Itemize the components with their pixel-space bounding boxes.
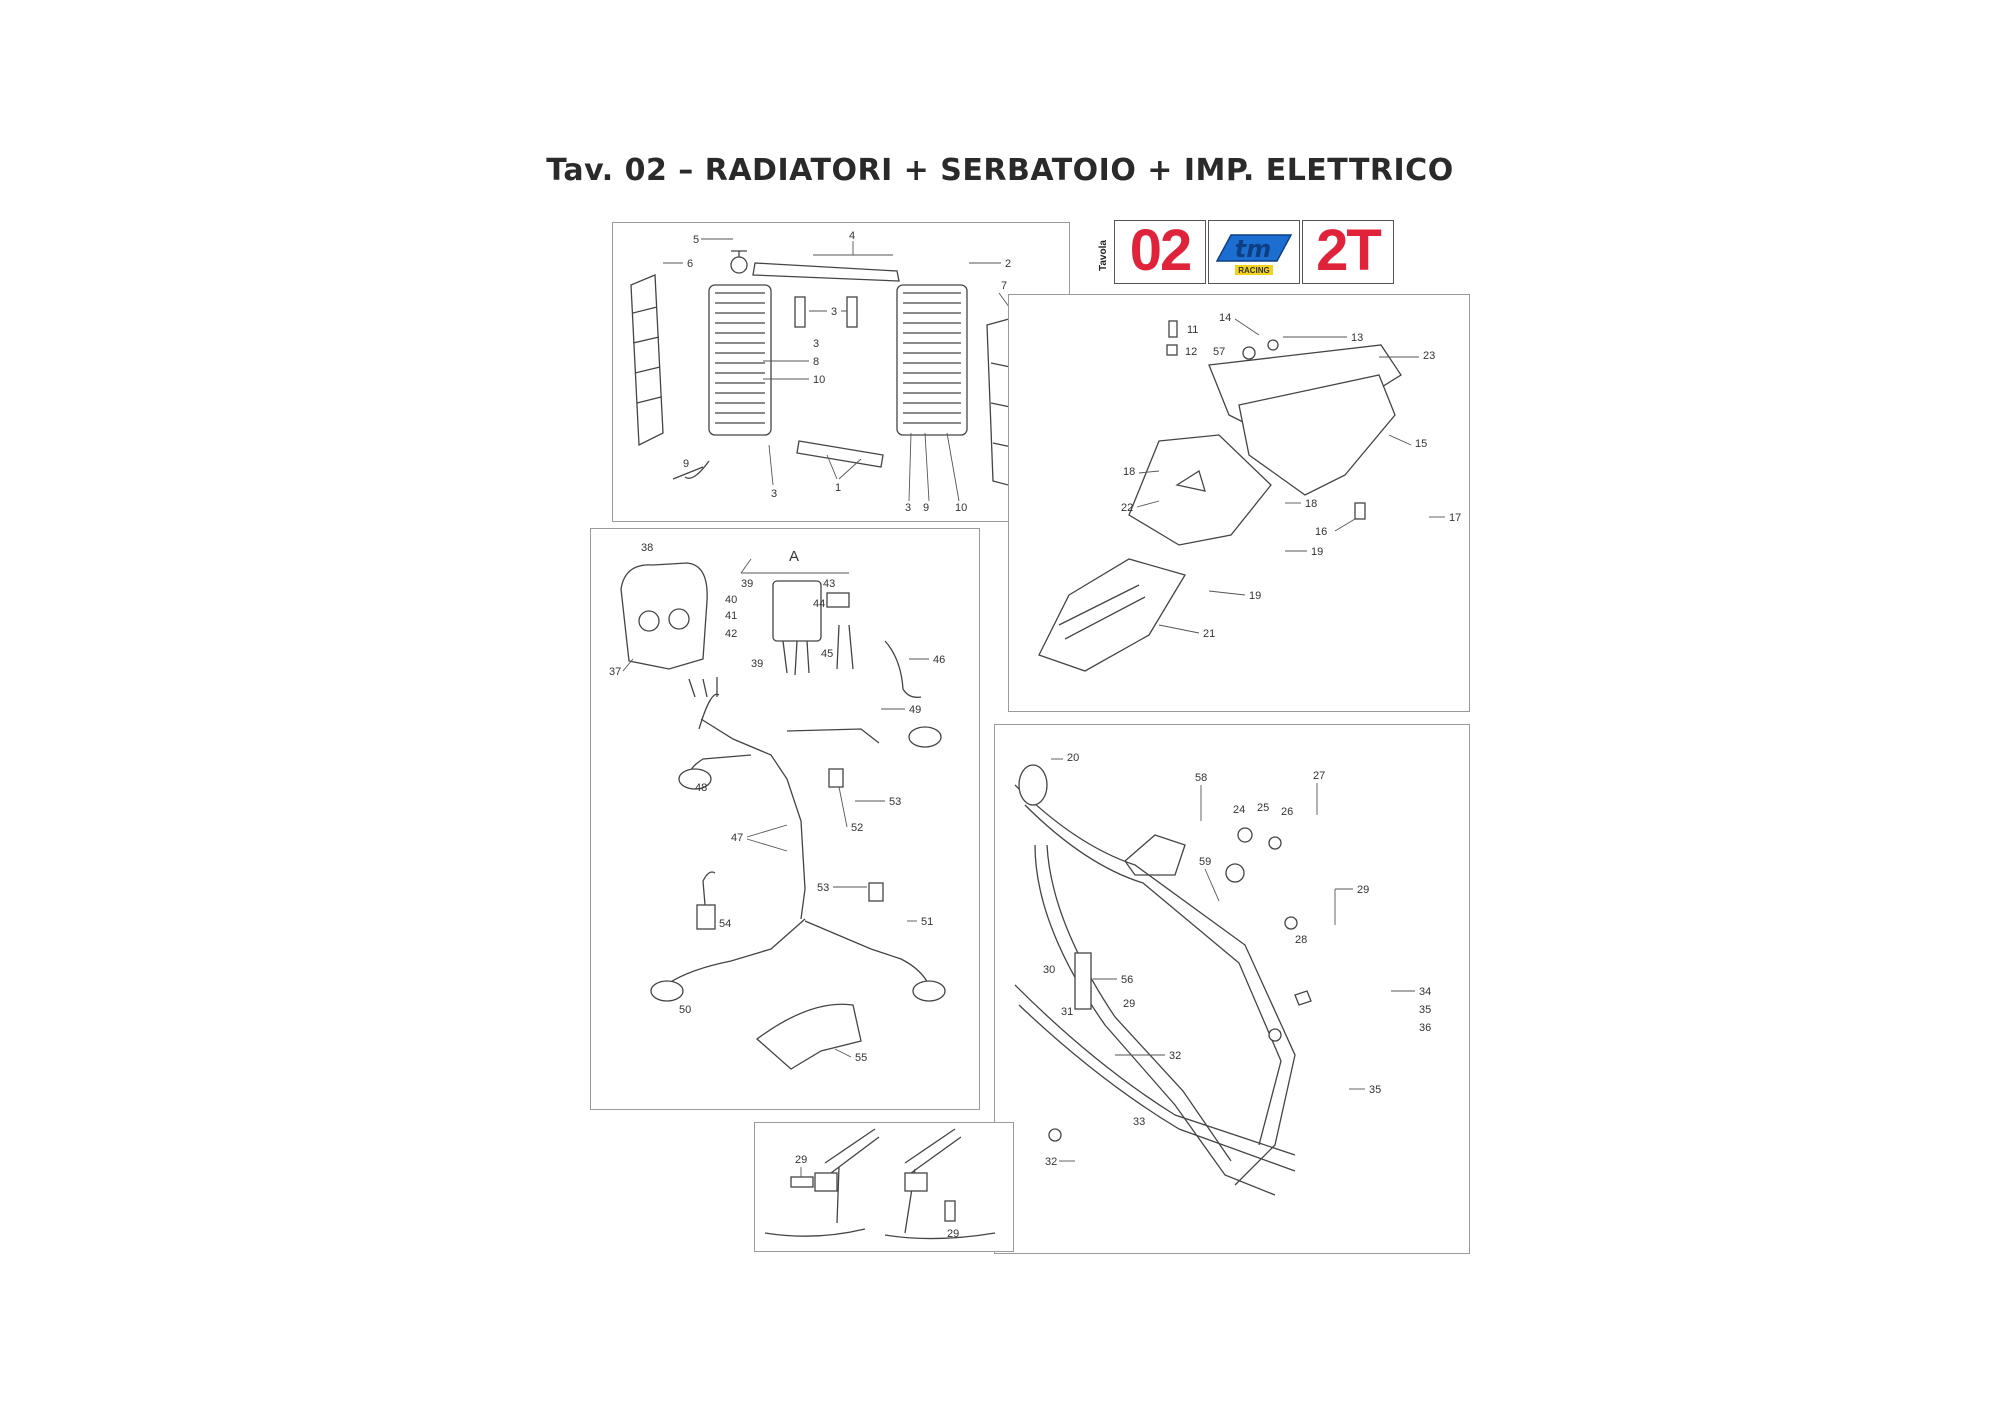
callout: 39 xyxy=(741,578,753,590)
callout: 21 xyxy=(1203,628,1215,640)
callout: 43 xyxy=(823,578,835,590)
tank-panel: 14 11 13 12 57 23 15 18 18 22 16 17 19 1… xyxy=(1008,294,1470,712)
tank-drawing: 14 11 13 12 57 23 15 18 18 22 16 17 19 1… xyxy=(1038,312,1461,672)
callout: 57 xyxy=(1213,346,1225,358)
detail-drawing: 29 29 xyxy=(764,1128,996,1240)
callout: 10 xyxy=(955,502,967,514)
table-number: 02 xyxy=(1129,218,1193,283)
callout: 54 xyxy=(719,918,731,930)
group-label: A xyxy=(789,548,799,565)
callout: 47 xyxy=(731,832,743,844)
radiators-panel: 5 4 2 6 7 3 3 8 10 9 3 1 3 9 10 xyxy=(612,222,1070,522)
callout: 18 xyxy=(1305,498,1317,510)
callout: 16 xyxy=(1315,526,1327,538)
callout: 37 xyxy=(609,666,621,678)
callout: 12 xyxy=(1185,346,1197,358)
callout: 10 xyxy=(813,374,825,386)
callout: 36 xyxy=(1419,1022,1431,1034)
callout: 38 xyxy=(641,542,653,554)
callout: 53 xyxy=(817,882,829,894)
logo-subtext: RACING xyxy=(1238,266,1270,275)
callout: 30 xyxy=(1043,964,1055,976)
callout: 18 xyxy=(1123,466,1135,478)
callout: 32 xyxy=(1169,1050,1181,1062)
brand-logo-box: tm RACING xyxy=(1208,220,1300,284)
callout: 25 xyxy=(1257,802,1269,814)
callout: 50 xyxy=(679,1004,691,1016)
callout: 31 xyxy=(1061,1006,1073,1018)
frame-panel: 20 58 27 24 25 26 59 29 28 30 56 31 29 3… xyxy=(994,724,1470,1254)
callout: 45 xyxy=(821,648,833,660)
detail-panel: 29 29 xyxy=(754,1122,1014,1252)
callout: 32 xyxy=(1045,1156,1057,1168)
callout: 53 xyxy=(889,796,901,808)
callout: 41 xyxy=(725,610,737,622)
callout: 29 xyxy=(1357,884,1369,896)
callout: 27 xyxy=(1313,770,1325,782)
callout: 55 xyxy=(855,1052,867,1064)
callout: 33 xyxy=(1133,1116,1145,1128)
callout: 7 xyxy=(1001,280,1007,292)
electrical-drawing: 38 A 39 43 40 44 41 42 37 39 45 46 49 48… xyxy=(609,542,946,1070)
callout: 15 xyxy=(1415,438,1427,450)
callout: 26 xyxy=(1281,806,1293,818)
radiators-drawing: 5 4 2 6 7 3 3 8 10 9 3 1 3 9 10 xyxy=(630,230,1044,514)
callout: 51 xyxy=(921,916,933,928)
callout: 28 xyxy=(1295,934,1307,946)
callout: 9 xyxy=(683,458,689,470)
callout: 5 xyxy=(693,234,699,246)
callout: 19 xyxy=(1249,590,1261,602)
callout: 35 xyxy=(1369,1084,1381,1096)
callout: 35 xyxy=(1419,1004,1431,1016)
page-title: Tav. 02 – RADIATORI + SERBATOIO + IMP. E… xyxy=(546,153,1454,188)
callout: 24 xyxy=(1233,804,1245,816)
callout: 44 xyxy=(813,598,825,610)
callout: 49 xyxy=(909,704,921,716)
callout: 3 xyxy=(831,306,837,318)
logo-text: tm xyxy=(1235,235,1271,263)
callout: 8 xyxy=(813,356,819,368)
callout: 56 xyxy=(1121,974,1133,986)
callout: 22 xyxy=(1121,502,1133,514)
callout: 6 xyxy=(687,258,693,270)
callout: 11 xyxy=(1187,324,1198,336)
callout: 3 xyxy=(813,338,819,350)
callout: 23 xyxy=(1423,350,1435,362)
frame-drawing: 20 58 27 24 25 26 59 29 28 30 56 31 29 3… xyxy=(1014,752,1431,1196)
callout: 29 xyxy=(1123,998,1135,1010)
engine-type: 2T xyxy=(1316,218,1382,283)
tm-racing-logo-icon: tm RACING xyxy=(1215,234,1293,275)
callout: 39 xyxy=(751,658,763,670)
callout: 29 xyxy=(947,1228,959,1240)
callout: 13 xyxy=(1351,332,1363,344)
callout: 48 xyxy=(695,782,707,794)
electrical-panel: 38 A 39 43 40 44 41 42 37 39 45 46 49 48… xyxy=(590,528,980,1110)
callout: 46 xyxy=(933,654,945,666)
callout: 14 xyxy=(1219,312,1231,324)
table-number-box: 02 xyxy=(1114,220,1206,284)
callout: 9 xyxy=(923,502,929,514)
callout: 52 xyxy=(851,822,863,834)
callout: 59 xyxy=(1199,856,1211,868)
callout: 2 xyxy=(1005,258,1011,270)
callout: 40 xyxy=(725,594,737,606)
callout: 34 xyxy=(1419,986,1431,998)
callout: 3 xyxy=(905,502,911,514)
callout: 58 xyxy=(1195,772,1207,784)
callout: 17 xyxy=(1449,512,1461,524)
tavola-label: Tavola xyxy=(1098,240,1109,272)
callout: 3 xyxy=(771,488,777,500)
callout: 20 xyxy=(1067,752,1079,764)
callout: 19 xyxy=(1311,546,1323,558)
callout: 42 xyxy=(725,628,737,640)
engine-type-box: 2T xyxy=(1302,220,1394,284)
callout: 29 xyxy=(795,1154,807,1166)
callout: 4 xyxy=(849,230,855,242)
callout: 1 xyxy=(835,482,841,494)
